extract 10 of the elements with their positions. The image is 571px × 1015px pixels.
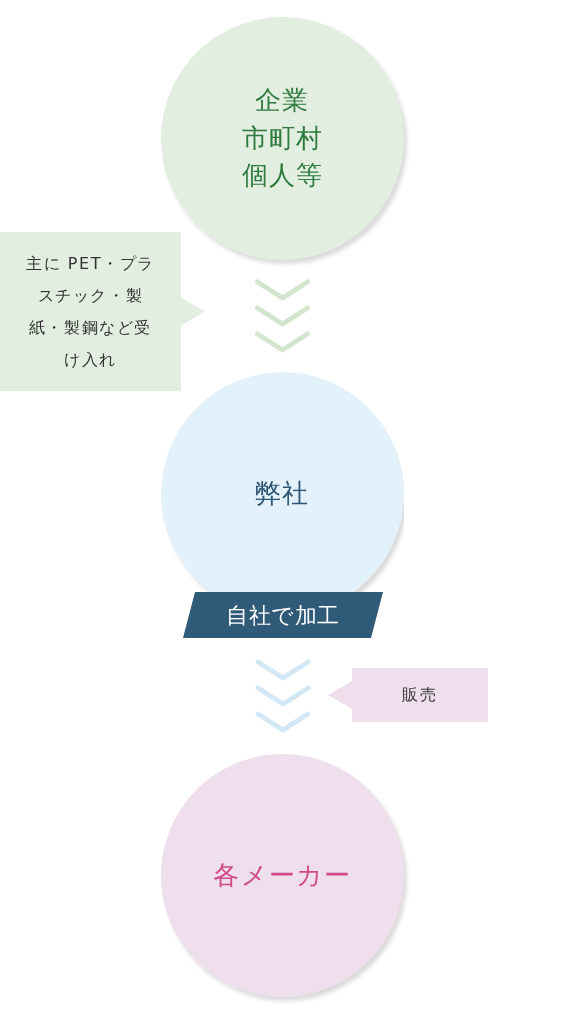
node-text: 各メーカー xyxy=(213,858,352,892)
node-text: 市町村 xyxy=(241,121,324,155)
node-text: 企業 xyxy=(255,83,310,117)
node-text: 自社で加工 xyxy=(226,601,340,630)
callout-box xyxy=(328,668,488,722)
node-text: 主に PET・プラスチック・製紙・製鋼など受け入れ xyxy=(25,252,156,371)
node-text: 個人等 xyxy=(241,159,324,193)
callout-box xyxy=(0,232,205,391)
node-text: 弊社 xyxy=(255,476,310,510)
node-text: 販売 xyxy=(402,684,438,706)
